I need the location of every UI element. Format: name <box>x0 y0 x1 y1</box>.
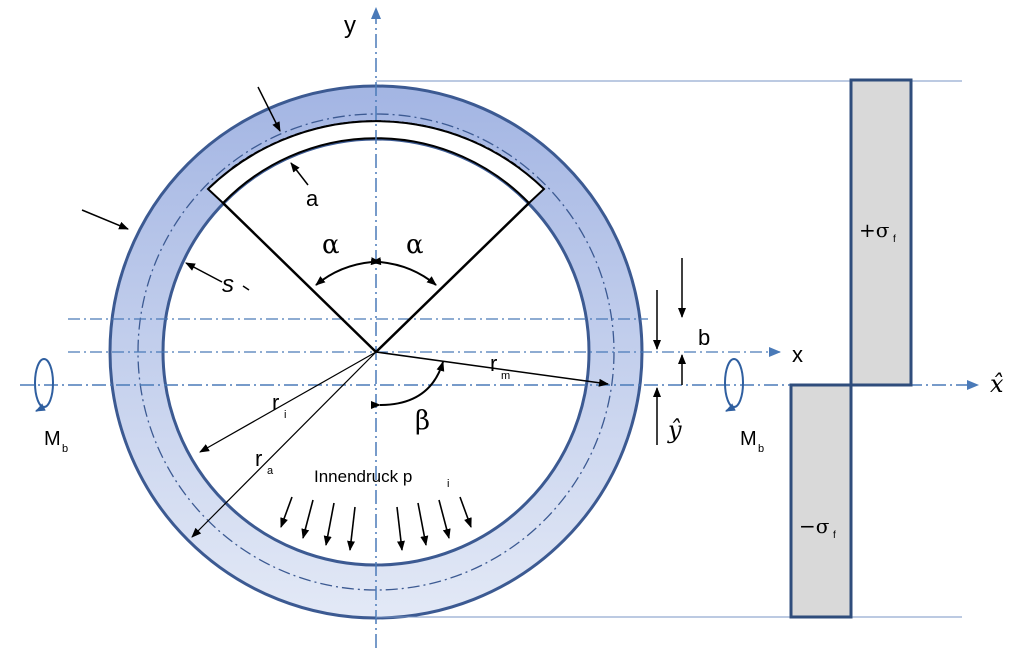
s-dash <box>242 285 250 291</box>
sigma-positive-label: +σ <box>859 218 890 242</box>
alpha-right-label: α <box>406 230 424 260</box>
moment-right-label: M <box>740 428 757 450</box>
alpha-left-line <box>222 202 377 353</box>
internal-pressure-arrows <box>280 496 472 551</box>
alpha-left-arc <box>315 257 382 286</box>
r-a-subscript: a <box>267 465 274 477</box>
bending-moment-left-icon <box>34 358 54 412</box>
stress-block-positive <box>849 78 913 387</box>
b-label: b <box>698 325 710 350</box>
r-a-line <box>191 351 377 538</box>
a-label: a <box>306 186 319 211</box>
defect-outer-dashed-edge <box>231 120 521 169</box>
moment-right-subscript: b <box>758 443 764 455</box>
s-outer-arrow <box>81 209 129 230</box>
sigma-negative-subscript: f <box>833 530 836 541</box>
a-top-arrow <box>257 86 281 132</box>
r-a-label: r <box>255 446 262 471</box>
x-hat-axis-label: x̂ <box>990 370 1004 398</box>
r-i-subscript: i <box>284 409 286 421</box>
a-bottom-arrow <box>290 162 309 186</box>
r-m-label: r <box>490 351 497 376</box>
r-m-line <box>375 351 609 387</box>
innendruck-subscript: i <box>447 478 449 490</box>
x-axis-label: x <box>792 342 803 367</box>
alpha-left-label: α <box>322 230 340 260</box>
s-inner-arrow <box>185 262 223 283</box>
innendruck-label: Innendruck p <box>314 467 412 486</box>
sigma-negative-label: −σ <box>799 514 830 538</box>
alpha-right-arc <box>370 257 437 286</box>
moment-left-subscript: b <box>62 443 68 455</box>
y-hat-label: ŷ <box>667 416 682 444</box>
stress-block-negative <box>789 383 853 619</box>
beta-label: β <box>415 406 430 436</box>
moment-left-label: M <box>44 428 61 450</box>
bending-moment-right-icon <box>724 358 744 412</box>
r-m-subscript: m <box>501 370 510 382</box>
beta-arc <box>370 361 445 410</box>
r-i-line <box>199 351 377 453</box>
r-i-label: r <box>272 390 279 415</box>
alpha-right-line <box>375 202 530 353</box>
y-axis-label: y <box>344 12 356 39</box>
sigma-positive-subscript: f <box>893 234 896 245</box>
s-label: s <box>222 271 234 298</box>
